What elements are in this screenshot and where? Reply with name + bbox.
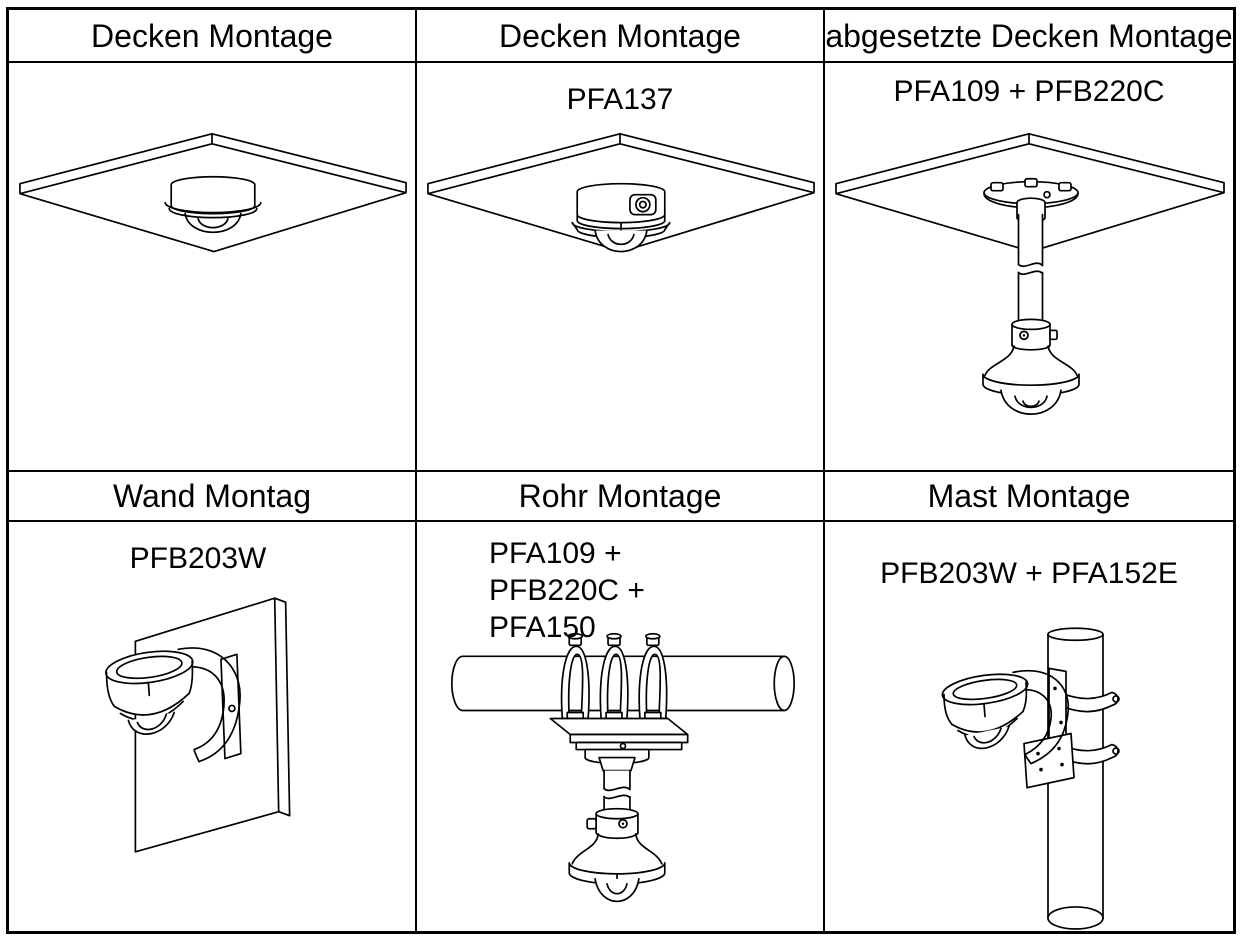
header-label: abgesetzte Decken Montage bbox=[825, 17, 1233, 54]
wall-bracket bbox=[177, 647, 242, 763]
subtitle: PFA137 bbox=[566, 83, 674, 116]
pipe-straps bbox=[560, 632, 668, 720]
header-label: Decken Montage bbox=[91, 17, 333, 54]
header-wall: Wand Montag bbox=[9, 472, 417, 522]
subtitle: PFA109 + PFB220C + PFA150 bbox=[489, 537, 645, 644]
header-label: Rohr Montage bbox=[518, 478, 722, 514]
wall-panel bbox=[134, 597, 291, 853]
header-label: Wand Montag bbox=[112, 478, 312, 514]
subtitle: PFB203W bbox=[129, 542, 267, 575]
wall-bracket-dome-illustration bbox=[105, 597, 291, 853]
pendant-pipe bbox=[1017, 213, 1044, 322]
ceiling-panel bbox=[835, 132, 1225, 253]
junction-box-dome-camera bbox=[571, 182, 671, 253]
wall-bracket bbox=[1012, 669, 1075, 789]
header-pipe: Rohr Montage bbox=[417, 472, 825, 522]
cell-mast: PFB203W + PFA152E bbox=[825, 522, 1233, 931]
header-ceiling-direct: Decken Montage bbox=[9, 10, 417, 63]
cell-pipe: PFA109 + PFB220C + PFA150 bbox=[417, 522, 825, 931]
cell-ceiling-pfa137: PFA137 bbox=[417, 63, 825, 472]
ceiling-panel-junction-box-dome-illustration bbox=[427, 132, 815, 253]
ceiling-panel bbox=[427, 132, 815, 253]
cell-pendant: PFA109 + PFB220C bbox=[825, 63, 1233, 472]
header-label: Decken Montage bbox=[499, 17, 741, 54]
wall-dome-camera bbox=[941, 673, 1029, 750]
mini-dome-camera bbox=[164, 175, 262, 234]
subtitle: PFB203W + PFA152E bbox=[880, 557, 1178, 590]
cell-wall: PFB203W bbox=[9, 522, 417, 931]
pendant-pipe bbox=[603, 769, 631, 815]
cell-ceiling-direct bbox=[9, 63, 417, 472]
header-label: Mast Montage bbox=[927, 478, 1131, 514]
ceiling-pendant-pipe-dome-illustration bbox=[835, 132, 1225, 415]
wall-dome-camera bbox=[105, 650, 194, 735]
horizontal-pipe-strap-pendant-dome-illustration bbox=[450, 632, 795, 903]
subtitle: PFA109 + PFB220C bbox=[893, 75, 1165, 108]
header-ceiling-pfa137: Decken Montage bbox=[417, 10, 825, 63]
header-pendant: abgesetzte Decken Montage bbox=[825, 10, 1233, 63]
header-mast: Mast Montage bbox=[825, 472, 1233, 522]
pole-straps bbox=[1061, 691, 1120, 765]
strap-plate bbox=[549, 717, 689, 772]
ceiling-panel-mini-dome-illustration bbox=[19, 132, 407, 253]
mounting-options-table: Decken Montage Decken Montage abgesetzte… bbox=[6, 7, 1236, 934]
pole-strap-bracket-dome-illustration bbox=[941, 627, 1120, 930]
pendant-dome-camera bbox=[982, 318, 1080, 415]
pendant-dome-camera bbox=[568, 807, 666, 903]
ceiling-panel bbox=[19, 132, 407, 253]
